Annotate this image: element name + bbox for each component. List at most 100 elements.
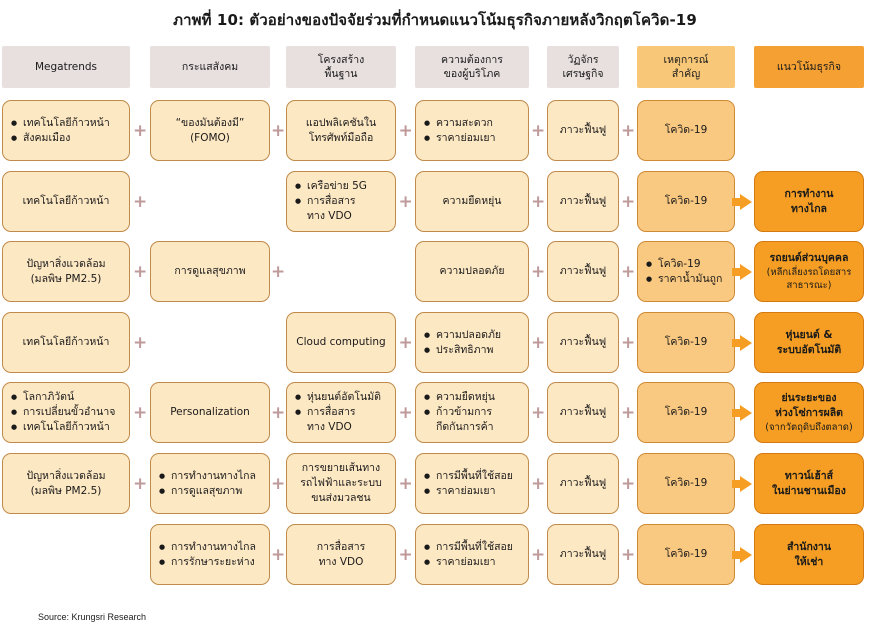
- plus-icon: +: [398, 544, 413, 565]
- plus-icon: +: [398, 402, 413, 423]
- row-6-consumer-list: การมีพื้นที่ใช้สอยราคาย่อมเยา: [424, 469, 520, 499]
- row-5-social-label: Personalization: [170, 406, 250, 418]
- row-3-megatrends-label: ปัญหาสิ่งแวดล้อม(มลพิษ PM2.5): [26, 257, 106, 285]
- plus-icon: +: [271, 402, 286, 423]
- header-trend: แนวโน้มธุรกิจ: [754, 46, 864, 88]
- row-1-economy-box: ภาวะฟื้นฟู: [547, 100, 619, 161]
- header-megatrends: Megatrends: [2, 46, 130, 88]
- row-2-economy-box: ภาวะฟื้นฟู: [547, 171, 619, 232]
- plus-icon: +: [531, 261, 546, 282]
- plus-icon: +: [621, 473, 636, 494]
- row-7-consumer-box: การมีพื้นที่ใช้สอยราคาย่อมเยา: [415, 524, 529, 585]
- arrow-right-icon: [732, 263, 752, 280]
- header-social: กระแสสังคม: [150, 46, 270, 88]
- plus-icon: +: [398, 191, 413, 212]
- row-2-consumer-box: ความยืดหยุ่น: [415, 171, 529, 232]
- row-5-economy-box: ภาวะฟื้นฟู: [547, 382, 619, 443]
- row-1-event-box: โควิด-19: [637, 100, 735, 161]
- row-6-economy-label: ภาวะฟื้นฟู: [559, 477, 607, 489]
- row-4-economy-box: ภาวะฟื้นฟู: [547, 312, 619, 373]
- row-7-consumer-item-1: การมีพื้นที่ใช้สอย: [424, 540, 520, 555]
- header-infra: โครงสร้างพื้นฐาน: [286, 46, 396, 88]
- row-4-consumer-item-2: ประสิทธิภาพ: [424, 343, 520, 358]
- row-2-infra-item-1: เครือข่าย 5G: [295, 179, 387, 194]
- row-7-event-label: โควิด-19: [664, 548, 708, 560]
- row-4-megatrends-label: เทคโนโลยีก้าวหน้า: [22, 336, 110, 348]
- plus-icon: +: [531, 473, 546, 494]
- plus-icon: +: [271, 544, 286, 565]
- row-5-event-label: โควิด-19: [664, 406, 708, 418]
- row-4-consumer-list: ความปลอดภัยประสิทธิภาพ: [424, 328, 520, 358]
- row-1-consumer-list: ความสะดวกราคาย่อมเยา: [424, 116, 520, 146]
- row-3-consumer-label: ความปลอดภัย: [439, 265, 505, 277]
- arrow-right-icon: [732, 546, 752, 563]
- row-5-economy-label: ภาวะฟื้นฟู: [559, 406, 607, 418]
- plus-icon: +: [133, 191, 148, 212]
- header-event: เหตุการณ์สำคัญ: [637, 46, 735, 88]
- row-7-social-box: การทำงานทางไกลการรักษาระยะห่าง: [150, 524, 270, 585]
- row-1-megatrends-box: เทคโนโลยีก้าวหน้าสังคมเมือง: [2, 100, 130, 161]
- arrow-right-icon: [732, 193, 752, 210]
- arrow-right-icon: [732, 334, 752, 351]
- row-7-consumer-list: การมีพื้นที่ใช้สอยราคาย่อมเยา: [424, 540, 520, 570]
- row-1-consumer-box: ความสะดวกราคาย่อมเยา: [415, 100, 529, 161]
- row-3-economy-box: ภาวะฟื้นฟู: [547, 241, 619, 302]
- row-3-social-label: การดูแลสุขภาพ: [174, 265, 246, 277]
- row-1-infra-box: แอปพลิเคชันในโทรศัพท์มือถือ: [286, 100, 396, 161]
- row-3-trend-label: รถยนต์ส่วนบุคคล: [769, 252, 849, 264]
- row-7-event-box: โควิด-19: [637, 524, 735, 585]
- row-2-trend-label: การทำงานทางไกล: [784, 187, 834, 215]
- row-4-trend-label: หุ่นยนต์ &ระบบอัตโนมัติ: [776, 328, 842, 356]
- row-6-social-box: การทำงานทางไกลการดูแลสุขภาพ: [150, 453, 270, 514]
- row-6-social-item-1: การทำงานทางไกล: [159, 469, 261, 484]
- arrow-right-icon: [732, 475, 752, 492]
- row-5-megatrends-item-2: การเปลี่ยนขั้วอำนาจ: [11, 405, 121, 420]
- plus-icon: +: [531, 402, 546, 423]
- row-4-trend-box: หุ่นยนต์ &ระบบอัตโนมัติ: [754, 312, 864, 373]
- row-4-megatrends-box: เทคโนโลยีก้าวหน้า: [2, 312, 130, 373]
- row-7-social-item-2: การรักษาระยะห่าง: [159, 555, 261, 570]
- row-6-megatrends-box: ปัญหาสิ่งแวดล้อม(มลพิษ PM2.5): [2, 453, 130, 514]
- plus-icon: +: [398, 120, 413, 141]
- row-1-consumer-item-1: ความสะดวก: [424, 116, 520, 131]
- row-1-social-label: “ของมันต้องมี”(FOMO): [175, 116, 245, 144]
- plus-icon: +: [133, 120, 148, 141]
- row-3-trend-sub: (หลีกเลี่ยงรถโดยสารสาธารณะ): [766, 267, 852, 291]
- row-1-event-label: โควิด-19: [664, 124, 708, 136]
- row-4-economy-label: ภาวะฟื้นฟู: [559, 336, 607, 348]
- plus-icon: +: [133, 261, 148, 282]
- row-7-infra-box: การสื่อสารทาง VDO: [286, 524, 396, 585]
- row-3-economy-label: ภาวะฟื้นฟู: [559, 265, 607, 277]
- row-3-trend-box: รถยนต์ส่วนบุคคล (หลีกเลี่ยงรถโดยสารสาธารณ…: [754, 241, 864, 302]
- plus-icon: +: [621, 402, 636, 423]
- row-7-social-list: การทำงานทางไกลการรักษาระยะห่าง: [159, 540, 261, 570]
- row-4-consumer-item-1: ความปลอดภัย: [424, 328, 520, 343]
- row-5-trend-sub: (จากวัตถุดิบถึงตลาด): [765, 422, 853, 433]
- row-7-economy-box: ภาวะฟื้นฟู: [547, 524, 619, 585]
- row-6-infra-label: การขยายเส้นทางรถไฟฟ้าและระบบขนส่งมวลชน: [300, 462, 382, 504]
- row-5-infra-item-1: หุ่นยนต์อัตโนมัติ: [295, 390, 387, 405]
- row-6-consumer-item-1: การมีพื้นที่ใช้สอย: [424, 469, 520, 484]
- plus-icon: +: [398, 332, 413, 353]
- row-6-megatrends-label: ปัญหาสิ่งแวดล้อม(มลพิษ PM2.5): [26, 469, 106, 497]
- row-1-megatrends-item-1: เทคโนโลยีก้าวหน้า: [11, 116, 121, 131]
- row-6-event-box: โควิด-19: [637, 453, 735, 514]
- plus-icon: +: [531, 544, 546, 565]
- row-4-event-label: โควิด-19: [664, 336, 708, 348]
- plus-icon: +: [531, 332, 546, 353]
- row-7-trend-box: สำนักงานให้เช่า: [754, 524, 864, 585]
- row-2-trend-box: การทำงานทางไกล: [754, 171, 864, 232]
- row-1-economy-label: ภาวะฟื้นฟู: [559, 124, 607, 136]
- row-5-megatrends-list: โลกาภิวัตน์การเปลี่ยนขั้วอำนาจเทคโนโลยีก…: [11, 390, 121, 435]
- row-2-megatrends-label: เทคโนโลยีก้าวหน้า: [22, 195, 110, 207]
- header-economy: วัฏจักรเศรษฐกิจ: [547, 46, 619, 88]
- row-5-social-box: Personalization: [150, 382, 270, 443]
- row-3-consumer-box: ความปลอดภัย: [415, 241, 529, 302]
- plus-icon: +: [398, 473, 413, 494]
